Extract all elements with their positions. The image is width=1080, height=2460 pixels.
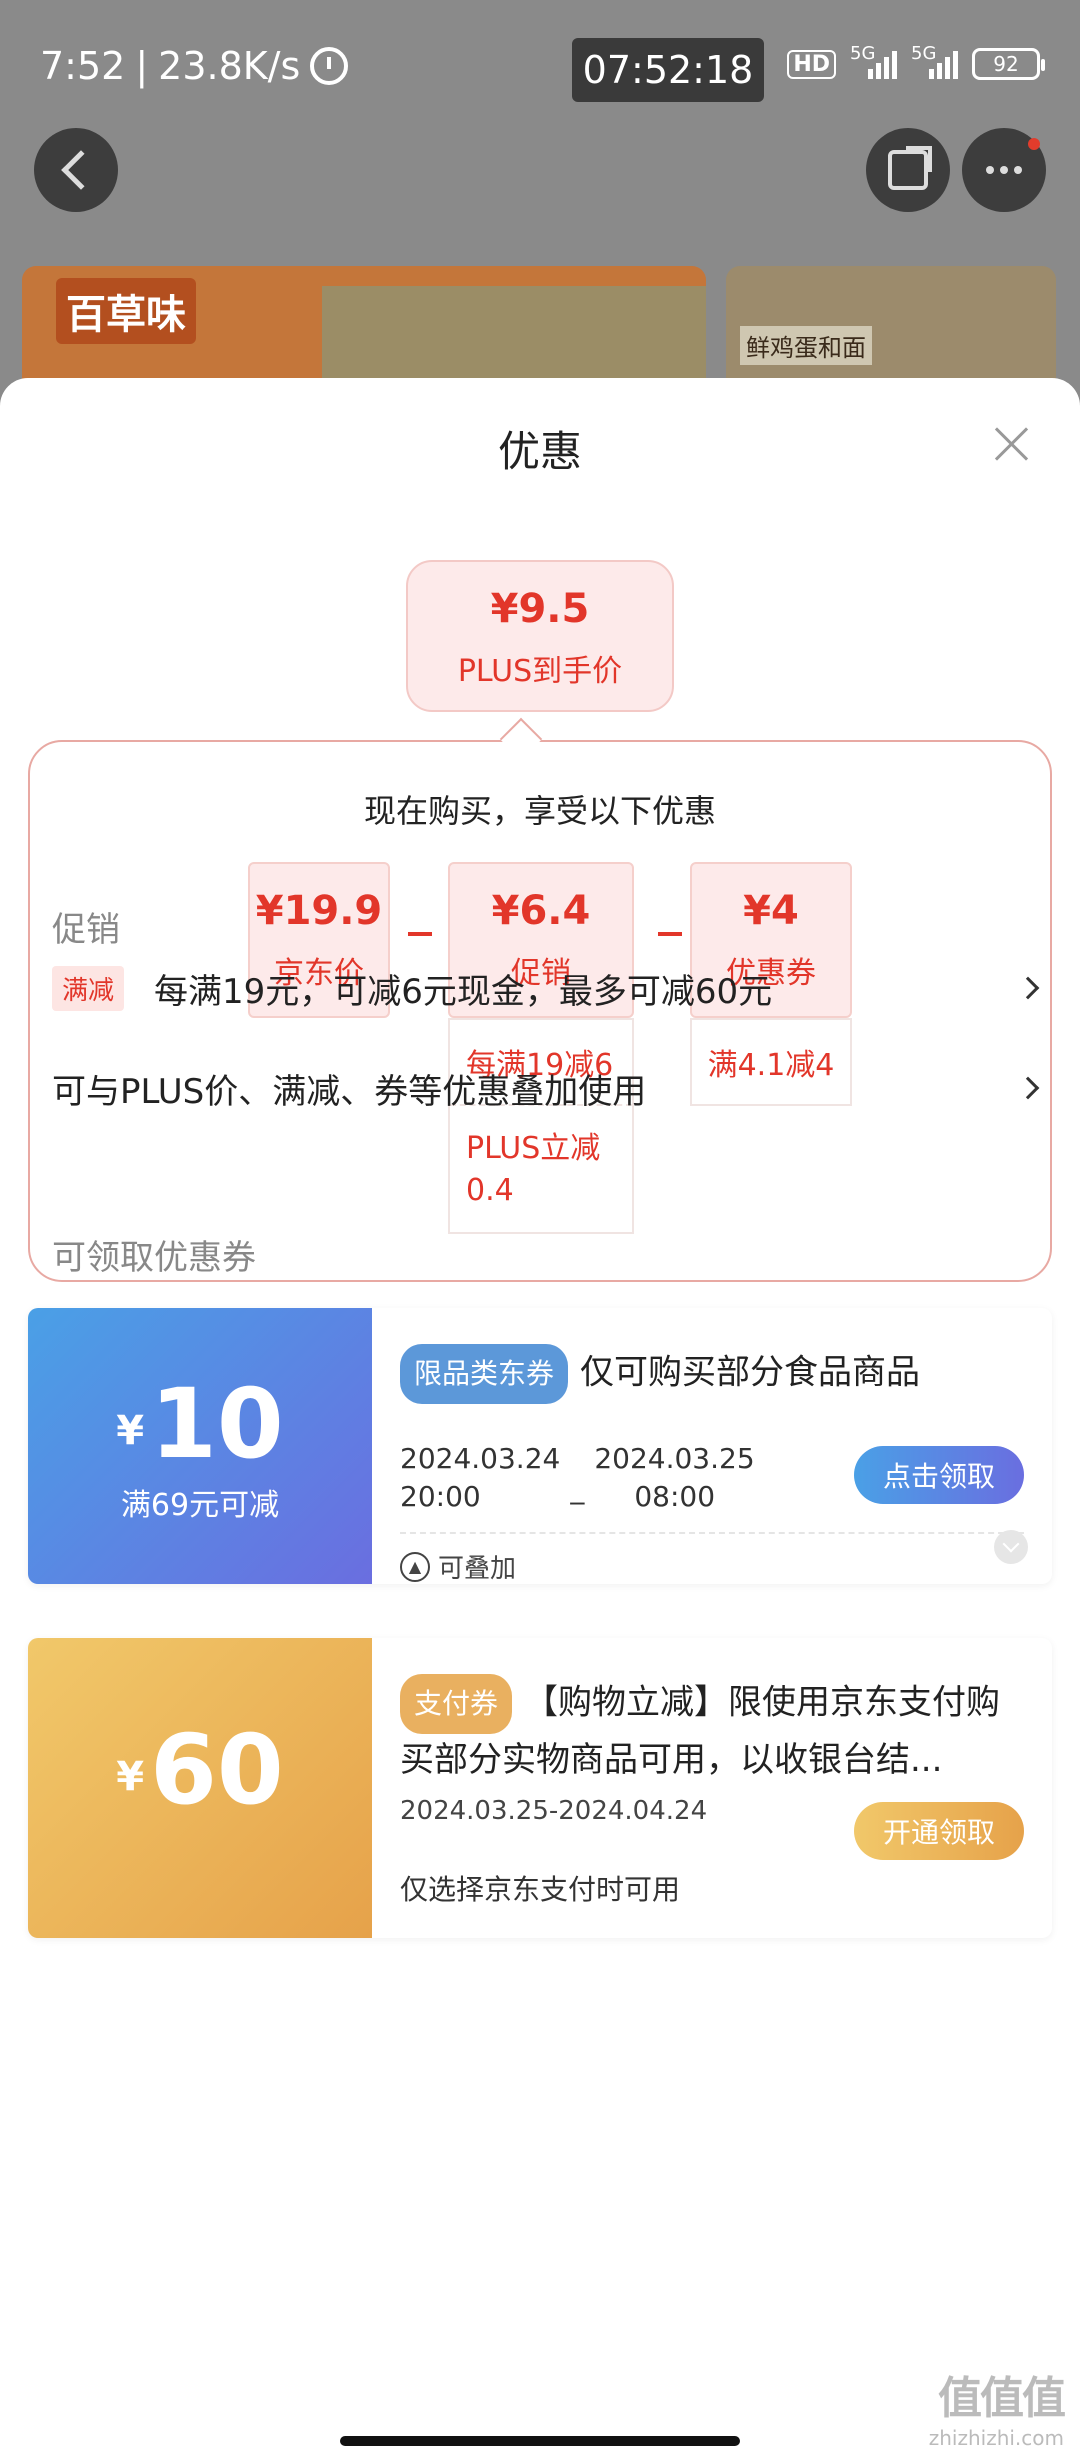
signal-icon: 5G	[850, 43, 897, 79]
coupon-date-range: 2024.03.25-2024.04.24	[400, 1796, 708, 1826]
status-bar: 7:52 | 23.8K/s 07:52:18 HD 5G 5G 92	[0, 0, 1080, 130]
coupon-stub: ¥10 满69元可减	[28, 1308, 372, 1584]
coupon-card: ¥10 满69元可减 限品类东券仅可购买部分食品商品 2024.03.24 20:…	[28, 1308, 1052, 1584]
promo-detail: 每满19减6	[466, 1048, 614, 1083]
coupon-amount: ¥60	[28, 1714, 372, 1826]
coupon-validity: 2024.03.24 20:00 _ 2024.03.25 08:00	[400, 1440, 1024, 1516]
start-date: 2024.03.24	[400, 1442, 561, 1475]
promo-details: 每满19减6 PLUS立减0.4	[448, 1018, 634, 1234]
coupon-amount-value: 60	[150, 1714, 284, 1826]
expand-icon[interactable]	[994, 1530, 1028, 1564]
tile-label: 优惠券	[726, 956, 816, 991]
coupon-title-line: 支付券【购物立减】限使用京东支付购买部分实物商品可用，以收银台结...	[400, 1674, 1024, 1786]
alarm-icon	[310, 47, 349, 85]
signal-label-2: 5G	[911, 43, 937, 64]
banner-text: 鲜鸡蛋和面	[740, 326, 872, 365]
breakdown-heading: 现在购买，享受以下优惠	[363, 792, 716, 830]
close-icon[interactable]	[994, 426, 1030, 462]
watermark: 值值值 zhizhizhi.com	[928, 2362, 1066, 2450]
stackable-info: ▲ 可叠加	[400, 1548, 1024, 1584]
plus-price-badge: ¥9.5 PLUS到手价	[406, 560, 674, 712]
claim-coupon-button[interactable]: 点击领取	[854, 1446, 1024, 1504]
coupon-card-payment: ¥60 支付券【购物立减】限使用京东支付购买部分实物商品可用，以收银台结... …	[28, 1638, 1052, 1938]
jd-price-tile: ¥19.9 京东价	[248, 862, 390, 1018]
coupon-body: 支付券【购物立减】限使用京东支付购买部分实物商品可用，以收银台结... 2024…	[400, 1674, 1024, 1908]
chevron-right-icon	[1016, 976, 1040, 1000]
watermark-url: zhizhizhi.com	[928, 2426, 1064, 2450]
tile-label: 促销	[511, 956, 571, 991]
date-dash: _	[570, 1472, 585, 1505]
brand-logo: 百草味	[56, 278, 196, 344]
currency-symbol: ¥	[116, 1753, 145, 1800]
coupon-amount-value: 10	[150, 1368, 284, 1480]
discount-sheet: 优惠 ¥9.5 PLUS到手价 现在购买，享受以下优惠 ¥19.9 京东价 ¥6…	[0, 378, 1080, 2460]
minus-icon	[408, 932, 432, 936]
plus-price-label: PLUS到手价	[457, 654, 623, 689]
promo-detail: PLUS立减0.4	[450, 1104, 632, 1232]
tile-value: ¥4	[743, 888, 799, 934]
promo-row-stacking[interactable]: 可与PLUS价、满减、券等优惠叠加使用	[52, 1062, 1040, 1114]
more-dots-icon	[986, 166, 1022, 174]
signal-icon-2: 5G	[911, 43, 958, 79]
promo-text: 每满19元，可减6元现金，最多可减60元	[154, 971, 773, 1012]
coupon-title-line: 限品类东券仅可购买部分食品商品	[400, 1344, 1024, 1404]
battery-icon: 92	[972, 48, 1045, 80]
status-left: 7:52 | 23.8K/s	[40, 44, 349, 88]
promo-row-full-reduction[interactable]: 满减 每满19元，可减6元现金，最多可减60元	[52, 962, 1040, 1014]
end-date: 2024.03.25	[594, 1442, 755, 1475]
hd-icon: HD	[787, 49, 836, 79]
chevron-right-icon	[1016, 1076, 1040, 1100]
coupon-title: 【购物立减】限使用京东支付购买部分实物商品可用，以收银台结...	[400, 1682, 1001, 1781]
coupon-detail: 满4.1减4	[690, 1018, 852, 1106]
watermark-logo: 值值值	[938, 2373, 1066, 2424]
currency-symbol: ¥	[116, 1407, 145, 1454]
stack-icon: ▲	[400, 1551, 430, 1582]
tile-label: 京东价	[274, 956, 364, 991]
clock-chip: 07:52:18	[572, 38, 764, 102]
coupon-amount: ¥10	[28, 1368, 372, 1480]
coupon-body: 限品类东券仅可购买部分食品商品 2024.03.24 20:00 _ 2024.0…	[400, 1344, 1024, 1584]
start-time: 20:00	[400, 1480, 481, 1513]
activate-claim-button[interactable]: 开通领取	[854, 1802, 1024, 1860]
more-button[interactable]	[962, 128, 1046, 212]
stackable-text: 可叠加	[438, 1554, 517, 1584]
full-reduction-tag: 满减	[52, 965, 125, 1011]
share-button[interactable]	[866, 128, 950, 212]
home-indicator[interactable]	[340, 2436, 740, 2446]
chevron-left-icon	[61, 150, 101, 190]
share-icon	[888, 146, 932, 190]
coupon-condition: 满69元可减	[120, 1488, 280, 1523]
back-button[interactable]	[34, 128, 118, 212]
coupon-stub: ¥60	[28, 1638, 372, 1938]
promo-tile: ¥6.4 促销	[448, 862, 634, 1018]
plus-price: ¥9.5	[490, 586, 590, 632]
status-time: 7:52	[40, 44, 126, 88]
coupon-tile: ¥4 优惠券	[690, 862, 852, 1018]
coupon-tag: 限品类东券	[400, 1344, 569, 1404]
status-right: HD 5G 5G 92	[787, 43, 1045, 80]
promo-text: 可与PLUS价、满减、券等优惠叠加使用	[52, 1071, 647, 1112]
network-speed: 23.8K/s	[158, 44, 301, 88]
coupon-tag: 支付券	[400, 1674, 513, 1734]
tile-value: ¥19.9	[255, 888, 383, 934]
promo-section-label: 促销	[52, 910, 120, 950]
price-breakdown: 现在购买，享受以下优惠 ¥19.9 京东价 ¥6.4 促销 ¥4 优惠券 每满1…	[28, 740, 1052, 1282]
coupon-section-label: 可领取优惠券	[52, 1238, 256, 1278]
minus-icon	[658, 932, 682, 936]
end-time: 08:00	[634, 1480, 716, 1513]
notification-dot	[1028, 138, 1040, 150]
status-separator: |	[135, 44, 149, 88]
coupon-title: 仅可购买部分食品商品	[580, 1352, 921, 1393]
tile-value: ¥6.4	[491, 888, 591, 934]
signal-label: 5G	[850, 43, 876, 64]
sheet-title: 优惠	[497, 427, 582, 476]
divider	[400, 1532, 1024, 1534]
coupon-note: 仅选择京东支付时可用	[400, 1873, 681, 1906]
